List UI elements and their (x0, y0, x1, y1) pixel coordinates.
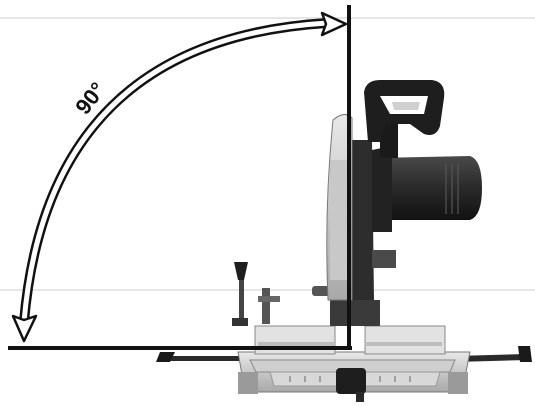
arc-arrowhead-bottom (11, 314, 38, 343)
miter-saw-image (156, 80, 532, 402)
saw-clamp (232, 262, 280, 326)
background-guides (0, 17, 535, 291)
angle-reference: 90° (8, 5, 352, 350)
saw-base (237, 325, 471, 402)
angle-arc (19, 18, 328, 323)
saw-arm (312, 140, 396, 326)
arc-arrowhead-top (320, 11, 348, 37)
saw-motor (372, 118, 482, 232)
saw-blade-guard (326, 114, 353, 301)
saw-extension-rods (156, 346, 532, 362)
saw-handle (364, 80, 445, 142)
